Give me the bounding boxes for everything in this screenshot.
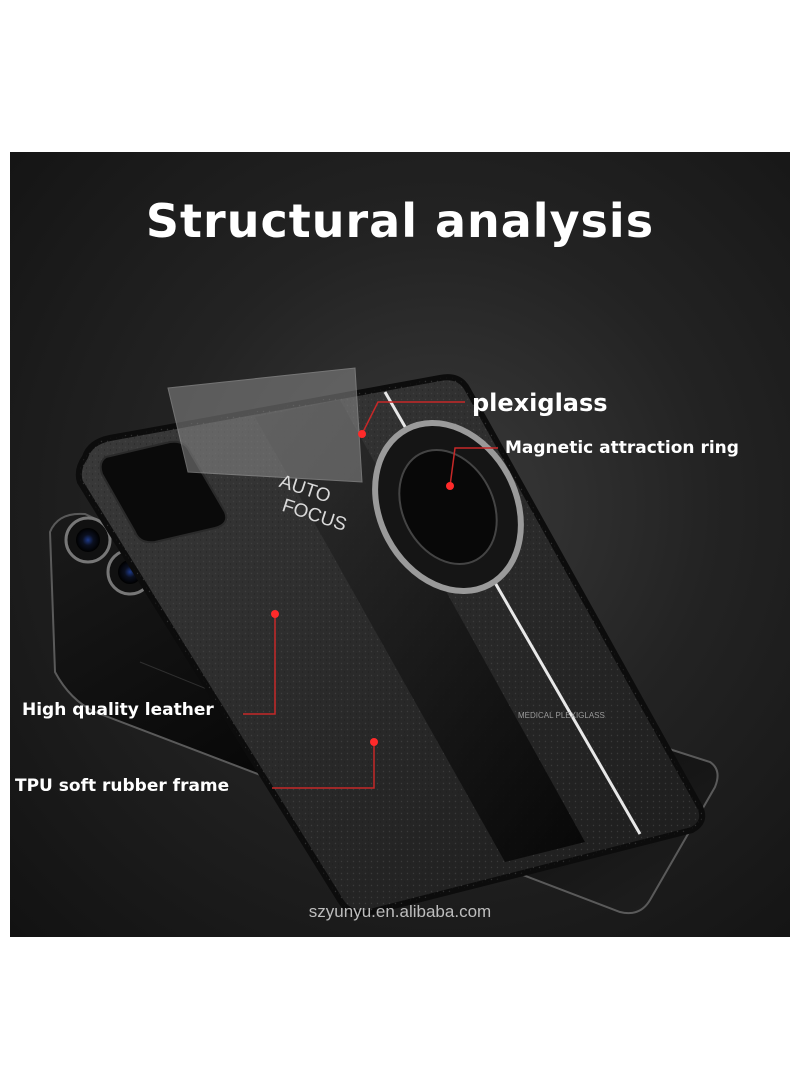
phone-case [75, 374, 706, 917]
callout-tpu [272, 742, 375, 789]
label-tpu-frame: TPU soft rubber frame [15, 776, 230, 796]
dot-plexiglass [358, 430, 366, 438]
dot-ring [446, 482, 454, 490]
callout-leather [243, 614, 276, 715]
watermark: szyunyu.en.alibaba.com [308, 902, 492, 921]
callout-ring [449, 447, 498, 487]
case-print-small: MEDICAL PLEXIGLASS [518, 711, 605, 720]
product-image-panel: AUTO FOCUS MEDICAL PLEXIGLASS Structural… [10, 152, 790, 937]
dot-leather [271, 610, 279, 618]
ring-holder [372, 419, 524, 595]
dot-tpu [370, 738, 378, 746]
callouts [243, 401, 498, 789]
phone-case-illustration: AUTO FOCUS MEDICAL PLEXIGLASS [48, 367, 719, 917]
page-title: Structural analysis [145, 194, 655, 248]
label-magnetic-ring: Magnetic attraction ring [505, 438, 739, 458]
label-plexiglass: plexiglass [472, 389, 608, 417]
plexiglass-sheet [167, 367, 363, 483]
callout-dots [271, 430, 454, 746]
label-leather: High quality leather [22, 700, 214, 720]
callout-plexiglass [361, 401, 465, 435]
case-print: AUTO FOCUS [277, 471, 349, 536]
